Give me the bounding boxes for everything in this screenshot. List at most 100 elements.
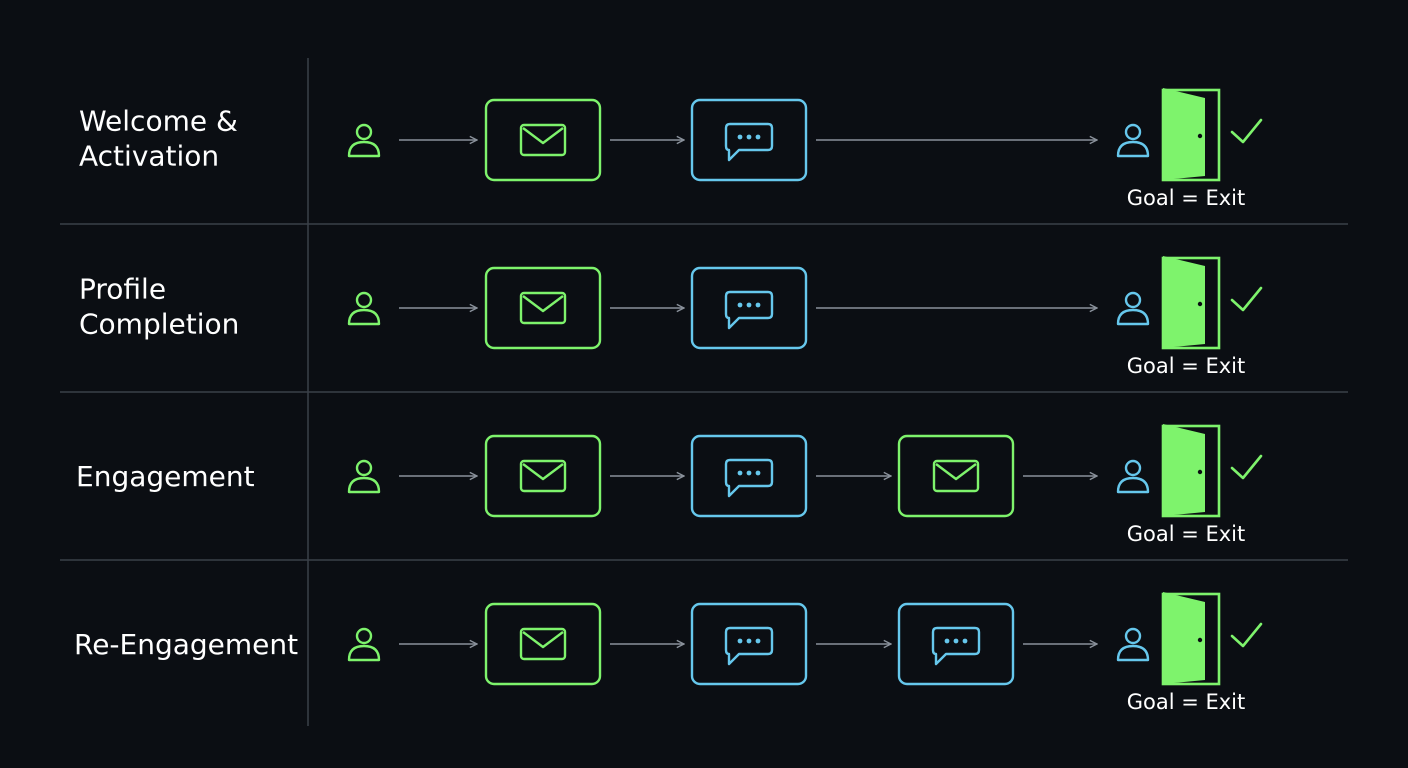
chat-step-frame[interactable] (690, 98, 808, 182)
envelope-icon (519, 459, 567, 493)
chat-step-2[interactable] (690, 98, 808, 182)
email-step-frame[interactable] (484, 434, 602, 518)
chat-dot-3 (962, 638, 968, 644)
chat-bubble-outline (724, 626, 774, 666)
chat-dot-1 (737, 470, 743, 476)
envelope-body (519, 459, 567, 493)
door-knob (1197, 469, 1203, 475)
chat-dot-2 (746, 134, 752, 140)
chat-step-frame[interactable] (897, 602, 1015, 686)
chat-step-frame[interactable] (690, 602, 808, 686)
door-knob (1197, 637, 1203, 643)
chat-bubble-outline (724, 290, 774, 330)
chat-dot-1 (944, 638, 950, 644)
row-label-line-2: Completion (79, 308, 239, 341)
chat-dot-2 (953, 638, 959, 644)
email-step-1[interactable] (484, 434, 602, 518)
chat-bubble-icon (724, 626, 774, 666)
user-icon (347, 459, 381, 494)
checkmark-icon (1230, 286, 1263, 312)
email-step-1[interactable] (484, 266, 602, 350)
user-icon-head (355, 291, 373, 309)
goal-user-icon (1116, 627, 1150, 662)
email-step-1[interactable] (484, 98, 602, 182)
chat-dot-1 (737, 638, 743, 644)
email-step-3[interactable] (897, 434, 1015, 518)
user-icon-body (1116, 308, 1150, 326)
chat-bubble-outline (931, 626, 981, 666)
user-icon-body (347, 308, 381, 326)
email-step-frame[interactable] (484, 266, 602, 350)
envelope-body (519, 123, 567, 157)
chat-step-3[interactable] (897, 602, 1015, 686)
envelope-body (932, 459, 980, 493)
chat-step-frame[interactable] (690, 434, 808, 518)
envelope-flap (935, 463, 977, 481)
envelope-body (519, 291, 567, 325)
email-step-frame[interactable] (897, 434, 1015, 518)
row-label-line-1: Engagement (76, 460, 255, 493)
envelope-icon (932, 459, 980, 493)
door-panel (1163, 424, 1205, 516)
envelope-icon (519, 123, 567, 157)
user-icon-head (1124, 459, 1142, 477)
chat-dot-3 (755, 638, 761, 644)
goal-user-icon (1116, 459, 1150, 494)
user-icon-head (1124, 627, 1142, 645)
row-label-line-1: Re-Engagement (74, 628, 298, 661)
chat-dot-3 (755, 134, 761, 140)
email-step-frame[interactable] (484, 98, 602, 182)
door-panel (1163, 256, 1205, 348)
user-icon-body (1116, 644, 1150, 662)
row-label-line-2: Activation (79, 140, 219, 173)
goal-label: Goal = Exit (1127, 690, 1246, 714)
email-step-frame[interactable] (484, 602, 602, 686)
open-door-icon (1161, 424, 1221, 518)
checkmark-icon (1230, 622, 1263, 648)
checkmark-icon (1230, 454, 1263, 480)
chat-bubble-icon (724, 290, 774, 330)
envelope-icon (519, 291, 567, 325)
goal-user-icon (1116, 291, 1150, 326)
row-label-line-1: Welcome & (79, 105, 238, 138)
door-panel (1163, 88, 1205, 180)
user-icon-head (1124, 123, 1142, 141)
chat-step-frame[interactable] (690, 266, 808, 350)
door-knob (1197, 301, 1203, 307)
user-icon-head (1124, 291, 1142, 309)
chat-bubble-icon (931, 626, 981, 666)
email-step-1[interactable] (484, 602, 602, 686)
chat-step-2[interactable] (690, 266, 808, 350)
user-icon-head (355, 627, 373, 645)
door-knob (1197, 133, 1203, 139)
chat-bubble-icon (724, 458, 774, 498)
chat-dot-2 (746, 470, 752, 476)
goal-label: Goal = Exit (1127, 354, 1246, 378)
envelope-body (519, 627, 567, 661)
chat-bubble-icon (724, 122, 774, 162)
open-door-icon (1161, 88, 1221, 182)
envelope-flap (522, 463, 564, 481)
chat-dot-2 (746, 302, 752, 308)
chat-step-2[interactable] (690, 434, 808, 518)
user-icon-body (1116, 140, 1150, 158)
chat-dot-1 (737, 134, 743, 140)
envelope-icon (519, 627, 567, 661)
envelope-flap (522, 295, 564, 313)
user-icon-body (1116, 476, 1150, 494)
chat-bubble-outline (724, 458, 774, 498)
goal-label: Goal = Exit (1127, 522, 1246, 546)
chat-step-2[interactable] (690, 602, 808, 686)
user-icon-head (355, 459, 373, 477)
checkmark-icon (1230, 118, 1263, 144)
user-icon (347, 627, 381, 662)
user-icon (347, 123, 381, 158)
user-icon (347, 291, 381, 326)
open-door-icon (1161, 592, 1221, 686)
envelope-flap (522, 631, 564, 649)
user-icon-body (347, 644, 381, 662)
